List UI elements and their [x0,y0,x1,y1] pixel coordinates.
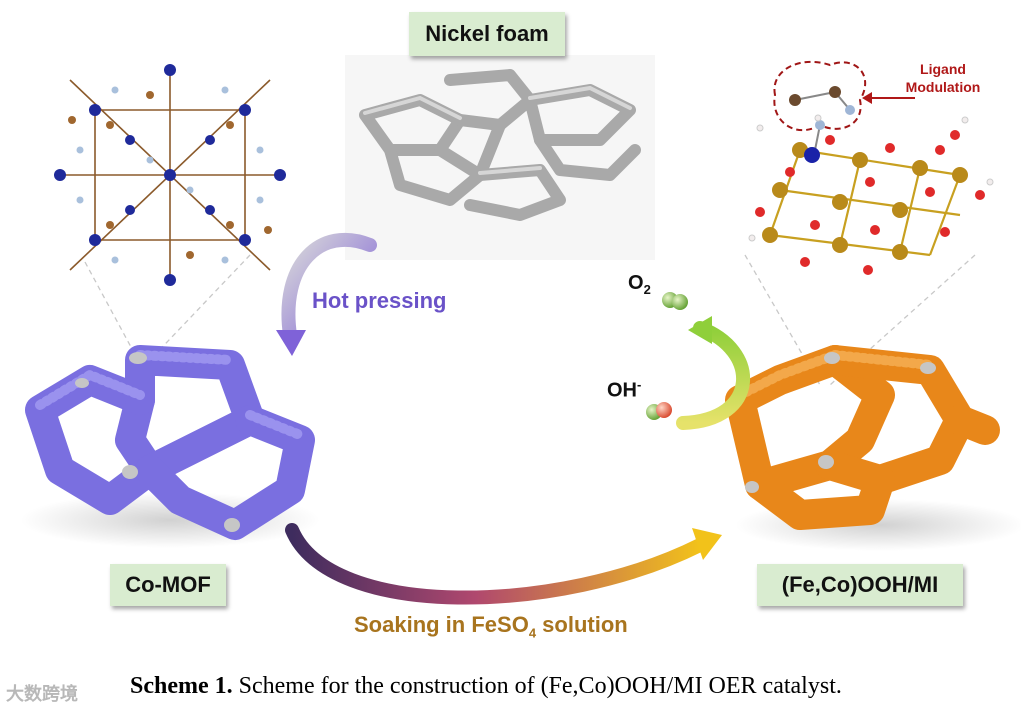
oh-superscript: - [637,377,642,392]
co-mof-framework-image [20,345,320,548]
soaking-text-suffix: solution [536,612,628,637]
soaking-text: Soaking in FeSO4 solution [354,612,628,640]
nickel-foam-image [345,55,655,260]
annotation-line-1: Ligand [920,61,966,77]
figure-caption: Scheme 1. Scheme for the construction of… [130,673,1020,700]
mof-lattice-image [54,64,286,286]
caption-text: Scheme for the construction of (Fe,Co)OO… [232,673,842,699]
co-mof-label: Co-MOF [110,564,226,606]
hot-pressing-text: Hot pressing [312,288,447,313]
soaking-arrow [285,523,707,605]
oer-arrow [676,321,751,430]
hot-pressing-arrow [281,233,377,342]
o2-base: O [628,272,644,294]
soaking-text-subscript: 4 [528,625,537,641]
product-label: (Fe,Co)OOH/MI [757,564,963,606]
oh-base: OH [607,379,637,402]
o2-molecule-icon [662,292,688,310]
o2-label: O2 [628,272,651,297]
caption-bold: Scheme 1. [130,673,233,699]
ligand-modulation-annotation: Ligand Modulation [888,60,998,96]
o2-subscript: 2 [643,282,651,297]
soaking-text-prefix: Soaking in FeSO [354,612,529,637]
watermark: 大数跨境 [6,684,78,705]
annotation-line-2: Modulation [905,79,981,95]
oh-molecule-icon [646,402,672,420]
product-framework-image [725,345,1021,551]
product-structure-image [748,60,994,275]
nickel-foam-label: Nickel foam [409,12,565,56]
oh-label: OH- [607,377,641,403]
